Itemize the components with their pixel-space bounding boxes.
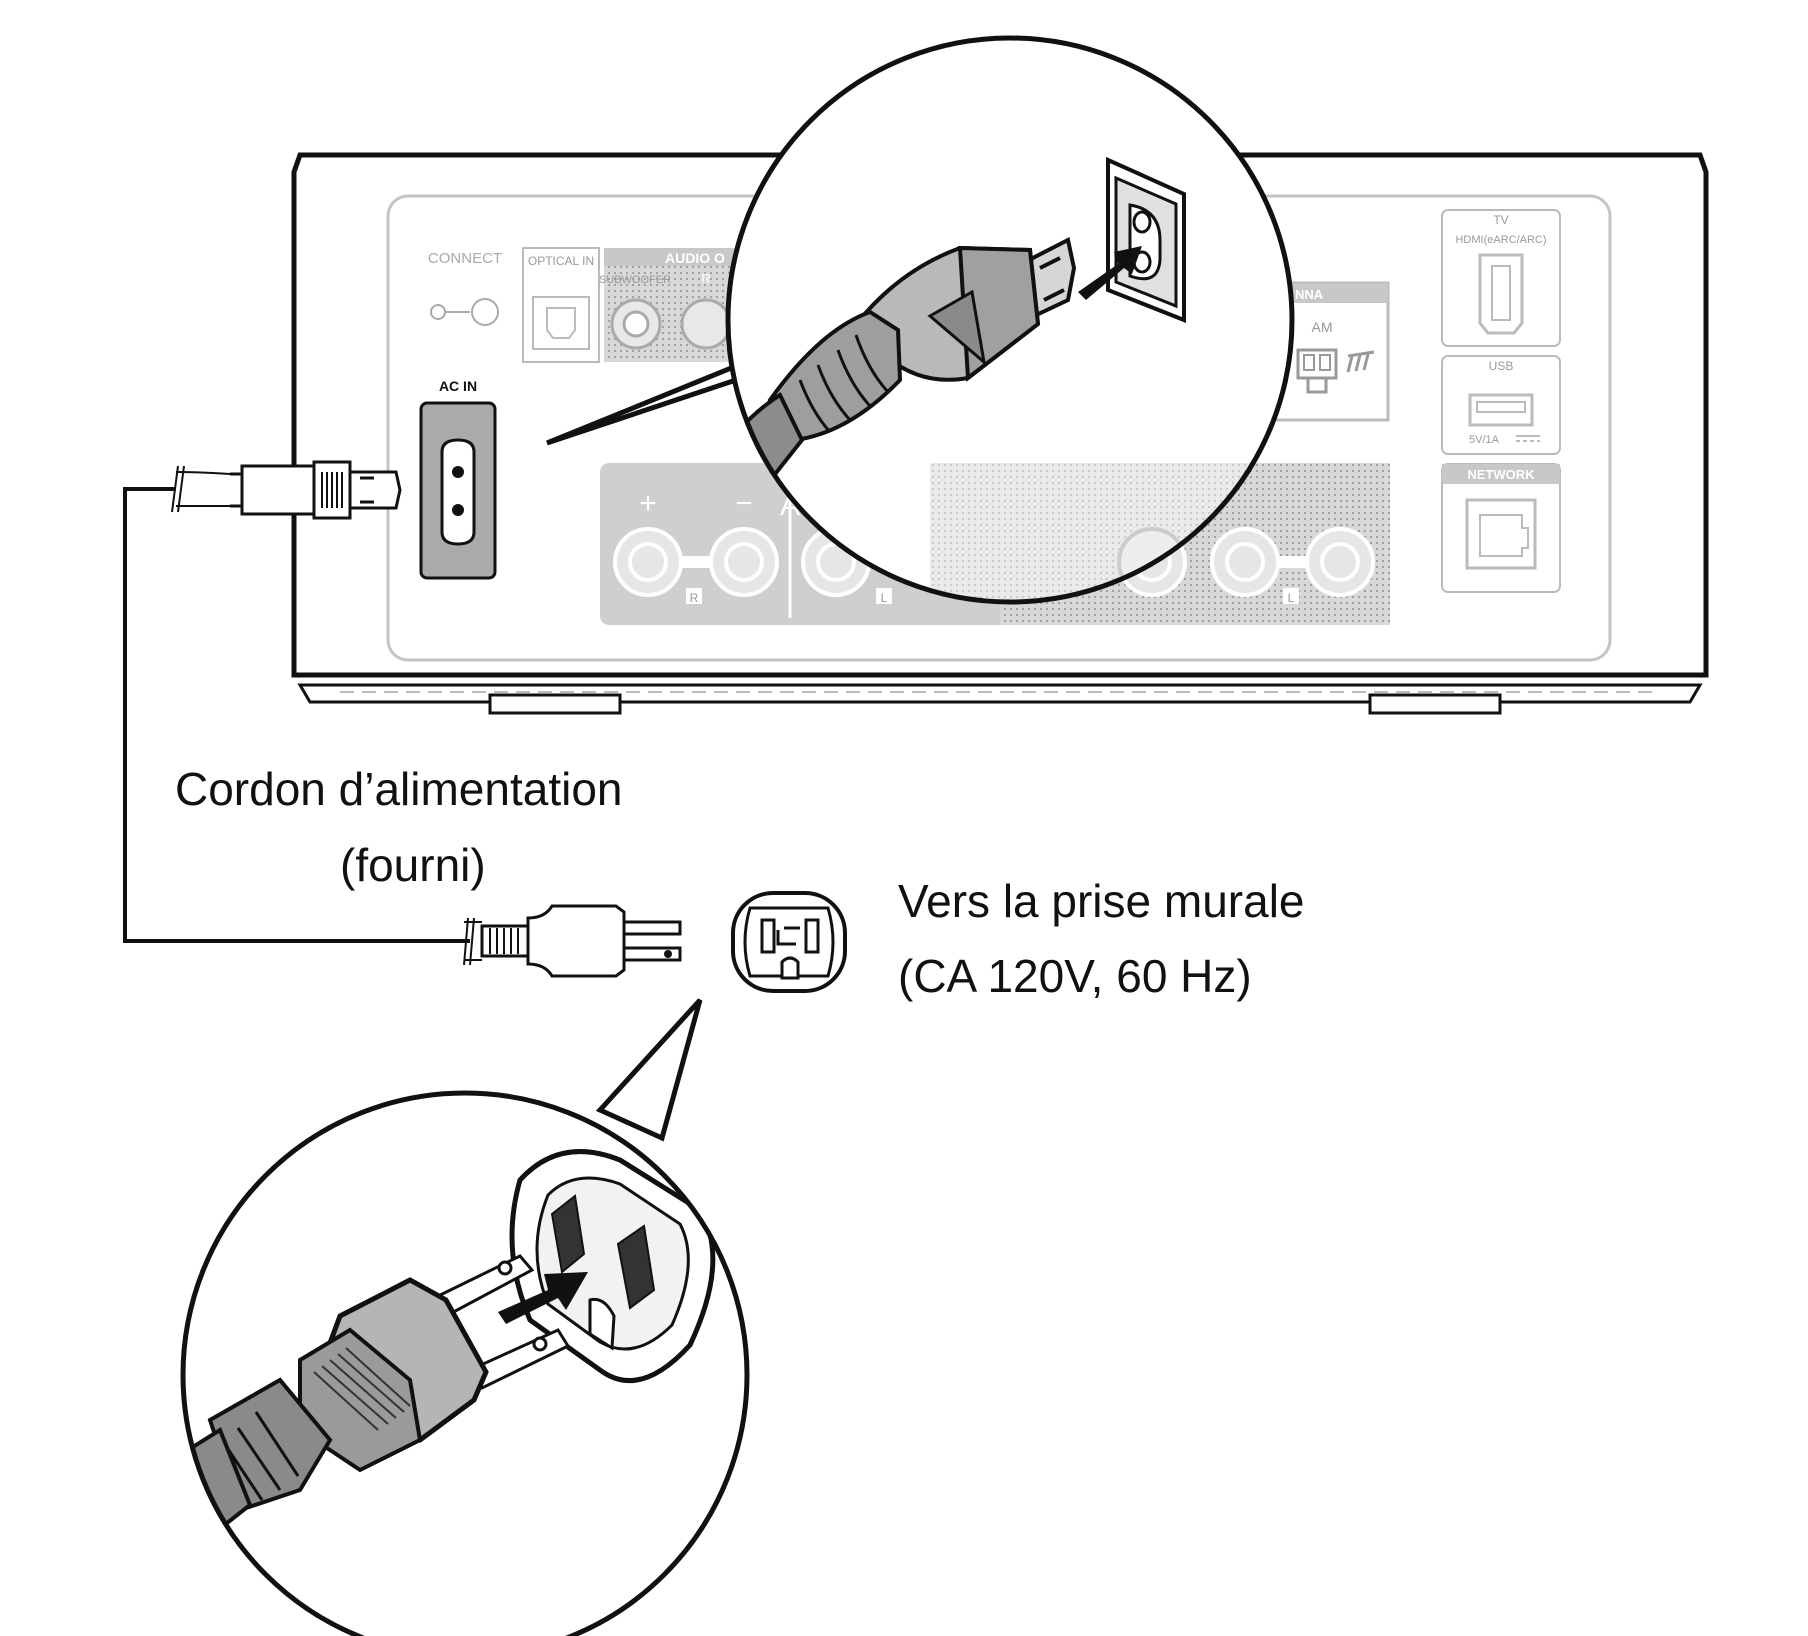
ac-in-label: AC IN xyxy=(439,378,477,394)
speaker-b-left-label: L xyxy=(1288,591,1295,605)
optical-in-label: OPTICAL IN xyxy=(528,254,594,268)
usb-rating-label: 5V/1A xyxy=(1469,434,1500,446)
audio-out-label: AUDIO O xyxy=(665,250,725,266)
speaker-minus-label: − xyxy=(735,487,753,520)
outlet-label-line1: Vers la prise murale xyxy=(898,875,1305,927)
speaker-a-right-label: R xyxy=(690,591,699,605)
usb-label: USB xyxy=(1489,359,1514,373)
hdmi-label: HDMI(eARC/ARC) xyxy=(1455,234,1546,246)
power-cord-label-line1: Cordon d’alimentation xyxy=(175,763,623,815)
wall-outlet xyxy=(731,891,847,993)
tv-label: TV xyxy=(1493,213,1508,227)
power-cable xyxy=(123,487,470,943)
outlet-label-line2: (CA 120V, 60 Hz) xyxy=(898,950,1252,1002)
power-cord-label-line2: (fourni) xyxy=(340,839,486,891)
wall-outlet-detail-callout xyxy=(180,998,750,1636)
connect-label: CONNECT xyxy=(428,250,502,267)
network-label: NETWORK xyxy=(1467,467,1535,482)
antenna-label: NNA xyxy=(1295,287,1324,302)
speaker-plus-label: + xyxy=(639,487,657,520)
subwoofer-label: SUBWOOFER xyxy=(599,274,671,286)
audio-r-label: R xyxy=(701,271,710,286)
wall-power-plug xyxy=(463,904,682,978)
am-label: AM xyxy=(1312,319,1333,335)
iec-power-plug xyxy=(171,460,402,520)
speaker-a-left-label: L xyxy=(881,591,888,605)
